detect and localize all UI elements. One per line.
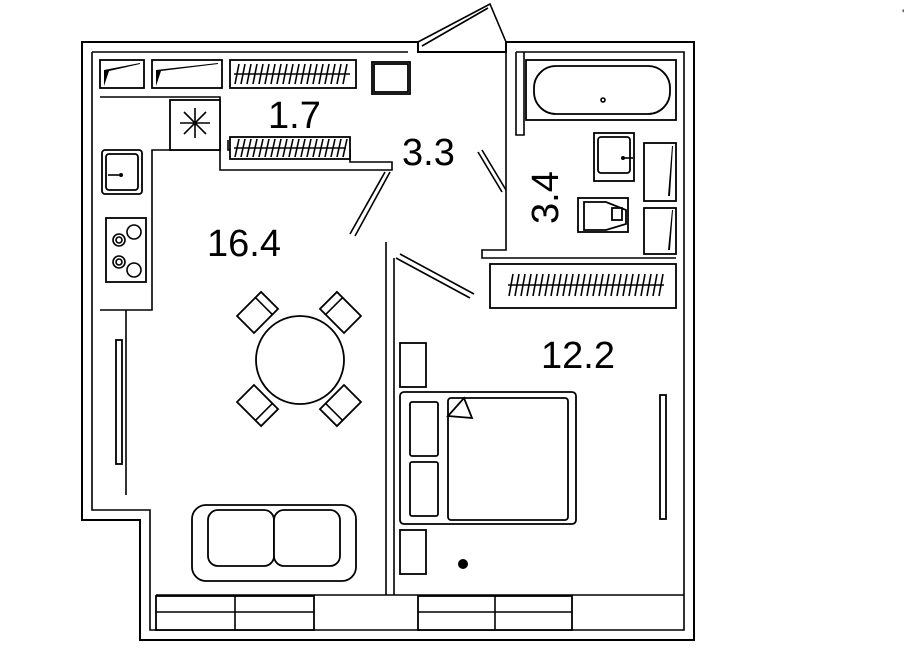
window-bottom-right bbox=[417, 595, 573, 631]
window-left bbox=[115, 310, 127, 495]
nightstand bbox=[399, 529, 427, 575]
washing-machine bbox=[371, 61, 411, 95]
dining-chair bbox=[318, 383, 363, 428]
dining-chair bbox=[318, 290, 363, 335]
bath-cabinet-2 bbox=[643, 207, 677, 255]
area-wardrobe: 1.7 bbox=[268, 95, 321, 137]
door-bathroom bbox=[477, 149, 507, 193]
bathtub bbox=[525, 59, 677, 121]
kitchen-sink bbox=[101, 149, 143, 195]
area-hallway: 3.3 bbox=[402, 132, 455, 174]
door-living bbox=[349, 171, 391, 237]
clothes-hangers bbox=[508, 273, 664, 297]
window-right bbox=[659, 394, 667, 520]
door-bedroom bbox=[395, 253, 475, 299]
area-bathroom: 3.4 bbox=[525, 171, 567, 224]
bedroom-outlet-dot bbox=[458, 559, 468, 569]
bathroom-sink bbox=[593, 132, 635, 182]
stove bbox=[105, 217, 147, 283]
dining-chair bbox=[235, 383, 280, 428]
entrance-door bbox=[417, 2, 507, 47]
sofa bbox=[191, 504, 357, 582]
dining-chair bbox=[235, 290, 280, 335]
clothes-hangers bbox=[234, 63, 350, 158]
toilet bbox=[577, 197, 629, 233]
corner-mark: ' bbox=[902, 7, 904, 21]
bath-cabinet-1 bbox=[643, 142, 677, 202]
area-kitchen-living: 16.4 bbox=[207, 223, 281, 265]
window-bottom-left bbox=[155, 595, 315, 631]
area-bedroom: 12.2 bbox=[541, 335, 615, 377]
double-bed bbox=[399, 391, 577, 525]
nightstand bbox=[399, 342, 427, 388]
kitchen-cabinet-top-2 bbox=[151, 59, 223, 89]
kitchen-cabinet-top-1 bbox=[99, 59, 145, 89]
ventilation-icon bbox=[180, 108, 210, 138]
dining-table bbox=[255, 315, 345, 405]
